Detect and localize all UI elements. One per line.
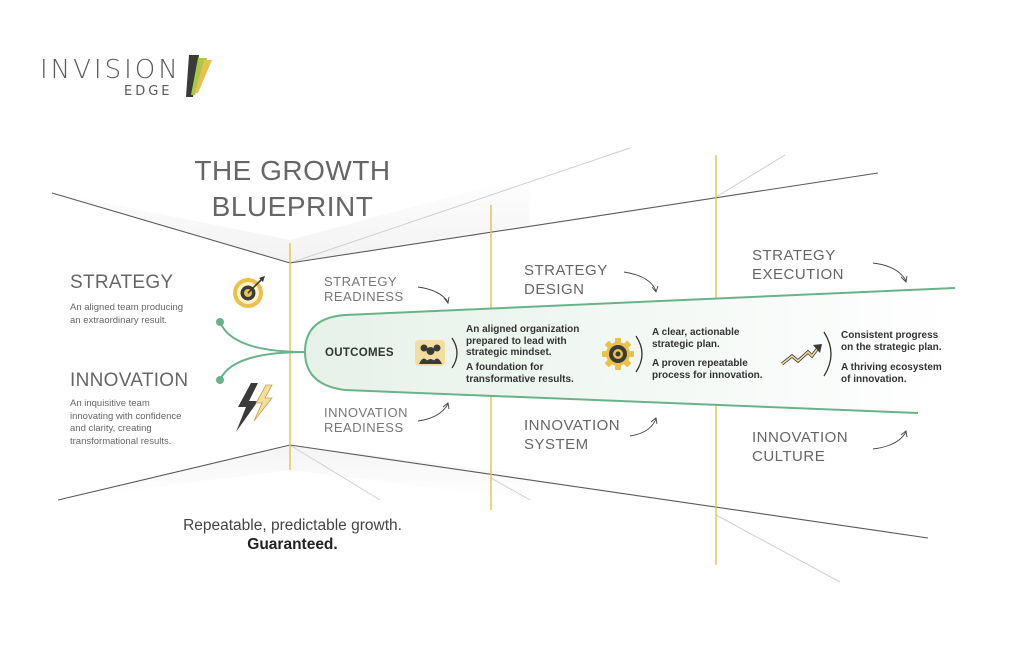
stage-line: INNOVATION — [324, 405, 408, 420]
light-line — [715, 514, 841, 583]
bracket — [635, 335, 643, 373]
bracket — [451, 337, 458, 369]
outcome-line: prepared to lead with — [466, 335, 567, 347]
outcome-line: A foundation for — [466, 362, 544, 373]
arrow-icon — [623, 271, 657, 292]
tagline-line: Repeatable, predictable growth. — [183, 517, 402, 534]
strategy-description: An aligned team producing an extraordina… — [70, 302, 183, 327]
stage-line: INNOVATION — [752, 429, 849, 446]
innovation-node — [216, 376, 224, 384]
stage-line: SYSTEM — [524, 436, 589, 453]
arrow-icon — [900, 430, 908, 438]
logo-mark-icon — [186, 55, 212, 97]
stage-strategy-design: STRATEGY DESIGN — [524, 261, 608, 299]
outcome-col3-b: A thriving ecosystem of innovation. — [841, 362, 942, 385]
arrow-icon — [900, 275, 908, 283]
arrow-icon — [651, 285, 659, 293]
desc-line: and clarity, creating — [70, 423, 152, 434]
arrow-icon — [629, 418, 657, 437]
arrow-icon — [417, 403, 449, 422]
stage-line: READINESS — [324, 289, 404, 304]
outcome-col2-a: A clear, actionable strategic plan. — [652, 327, 739, 350]
stage-innovation-readiness: INNOVATION READINESS — [324, 405, 408, 435]
arrow-icon — [442, 402, 450, 410]
lightning-icon — [236, 383, 273, 432]
outcome-line: on the strategic plan. — [841, 341, 942, 353]
arrow-icon — [417, 286, 449, 303]
light-line — [289, 147, 631, 264]
light-line — [715, 154, 786, 198]
outcomes-label: OUTCOMES — [325, 347, 394, 359]
strategy-heading: STRATEGY — [70, 272, 174, 293]
stage-innovation-system: INNOVATION SYSTEM — [524, 416, 620, 454]
outcome-line: transformative results. — [466, 373, 574, 385]
stage-line: READINESS — [324, 420, 404, 435]
outcome-line: A thriving ecosystem — [841, 362, 942, 373]
title-line: THE GROWTH — [194, 155, 391, 186]
logo-sub: EDGE — [124, 84, 173, 99]
stage-strategy-execution: STRATEGY EXECUTION — [752, 246, 844, 284]
page-title: THE GROWTH BLUEPRINT — [160, 153, 425, 225]
outcome-line: A proven repeatable — [652, 358, 748, 369]
outcome-line: A clear, actionable — [652, 327, 740, 338]
bracket — [823, 331, 832, 377]
stage-line: CULTURE — [752, 448, 826, 465]
stage-line: EXECUTION — [752, 266, 845, 283]
innovation-description: An inquisitive team innovating with conf… — [70, 398, 181, 448]
tagline: Repeatable, predictable growth. Guarante… — [120, 516, 465, 554]
outcome-line: strategic plan. — [652, 338, 720, 350]
desc-line: An inquisitive team — [70, 398, 150, 409]
desc-line: transformational results. — [70, 435, 172, 447]
stage-strategy-readiness: STRATEGY READINESS — [324, 274, 404, 304]
stage-line: STRATEGY — [524, 262, 608, 279]
growth-chart-icon — [781, 344, 822, 366]
stage-line: STRATEGY — [752, 247, 836, 264]
outcome-line: An aligned organization — [466, 324, 580, 335]
arrow-icon — [650, 417, 658, 425]
bottom-shade — [55, 445, 530, 500]
strategy-node — [216, 318, 224, 326]
gear-icon — [602, 338, 634, 370]
light-line — [490, 477, 531, 501]
desc-line: an extraordinary result. — [70, 314, 168, 326]
outcome-col1-a: An aligned organization prepared to lead… — [466, 324, 579, 359]
stage-line: INNOVATION — [524, 417, 621, 434]
light-line — [289, 444, 381, 501]
outcome-line: of innovation. — [841, 373, 907, 385]
target-icon — [233, 276, 265, 308]
outcome-col3-a: Consistent progress on the strategic pla… — [841, 330, 942, 353]
arrow-icon — [872, 262, 907, 282]
outcome-line: strategic mindset. — [466, 347, 552, 358]
arrow-icon — [443, 296, 450, 305]
tagline-emphasis: Guaranteed. — [247, 536, 338, 553]
desc-line: innovating with confidence — [70, 410, 182, 422]
outcome-col2-b: A proven repeatable process for innovati… — [652, 358, 763, 381]
desc-line: An aligned team producing — [70, 302, 184, 313]
stage-line: STRATEGY — [324, 274, 398, 289]
outcome-line: Consistent progress — [841, 330, 939, 341]
stage-line: DESIGN — [524, 281, 585, 298]
outcome-col1-b: A foundation for transformative results. — [466, 362, 574, 385]
arrow-icon — [872, 431, 907, 450]
logo-name: INVISION — [40, 55, 181, 85]
innovation-branch — [219, 351, 306, 381]
title-line: BLUEPRINT — [211, 191, 374, 222]
stage-innovation-culture: INNOVATION CULTURE — [752, 428, 848, 466]
team-icon — [415, 340, 445, 366]
outcome-line: process for innovation. — [652, 369, 763, 381]
innovation-heading: INNOVATION — [70, 370, 189, 391]
top-shade — [55, 175, 530, 263]
strategy-branch — [219, 321, 306, 353]
